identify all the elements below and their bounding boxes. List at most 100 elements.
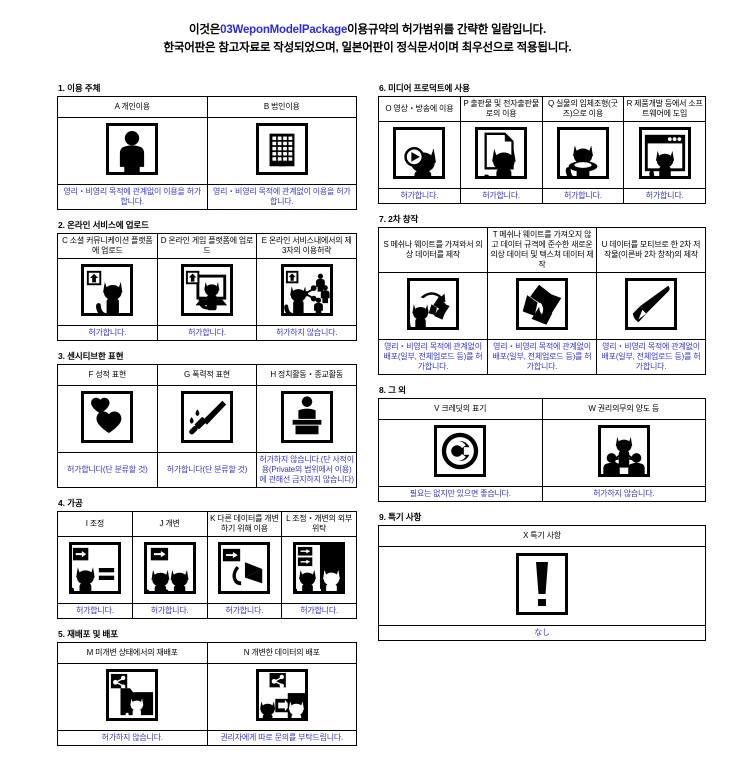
icon-row (57, 385, 357, 453)
cell-note-V: 필요는 없지만 있으면 좋습니다. (378, 486, 543, 502)
cell-header-I: I 조정 (57, 511, 133, 537)
cell-icon-cell-E (256, 258, 357, 326)
cell-note-G: 허가합니다(단 분류할 것) (156, 452, 258, 488)
section-title: 3. 센시티브한 표현 (58, 351, 124, 361)
cell-header-H: H 정치활동・종교활동 (256, 364, 357, 386)
cell-icon-cell-F (57, 385, 158, 453)
icon-row (378, 121, 706, 189)
note-row: なし (378, 625, 706, 641)
cell-header-M: M 미개변 상태에서의 재배포 (57, 642, 208, 664)
section-title: 7. 2차 창작 (379, 214, 419, 224)
cell-note-B: 영리・비영리 목적에 관계없이 이용을 허가합니다. (206, 184, 357, 210)
cell-icon-cell-V (378, 419, 543, 487)
header-row: X 특기 사항 (378, 525, 706, 547)
cell-icon-cell-L (281, 536, 357, 604)
section-title: 1. 이용 주체 (58, 83, 101, 93)
cell-header-T: T 메쉬나 웨이트를 가져오지 않고 데이터 규격에 준수한 새로운 의상 데이… (487, 227, 597, 273)
cell-header-U: U 데이터를 모티브로 한 2차 저작물(이른바 2차 창작)의 제작 (596, 227, 706, 273)
cell-icon-cell-T (487, 272, 597, 340)
cell-header-R: R 제품개발 등에서 소프트웨어에 도입 (623, 96, 706, 122)
note-row: 허가합니다.허가합니다.허가합니다.허가합니다. (57, 603, 357, 619)
cell-header-C: C 소셜 커뮤니케이션 플랫폼에 업로드 (57, 233, 158, 259)
icon-row (378, 419, 706, 487)
cat-arrow-cloth-icon (407, 277, 459, 330)
cell-header-J: J 개변 (131, 511, 208, 537)
note-row: 허가합니다(단 분류할 것)허가합니다(단 분류할 것)허가하지 않습니다.(단… (57, 452, 357, 488)
section-title: 5. 재배포 및 배포 (58, 629, 118, 639)
cloth-icon (516, 277, 568, 330)
arrow-two-cats-icon (143, 541, 196, 594)
cell-note-I: 허가합니다. (57, 603, 133, 619)
section-title: 4. 가공 (58, 498, 83, 508)
icon-row (57, 663, 357, 731)
cell-header-B: B 법인이용 (206, 96, 357, 118)
cell-note-C: 허가합니다. (57, 325, 158, 341)
section-table: X 특기 사항 なし (378, 525, 706, 641)
cell-icon-cell-N (206, 663, 357, 731)
note-row: 영리・비영리 목적에 관계없이 이용을 허가합니다.영리・비영리 목적에 관계없… (57, 184, 357, 210)
icon-row (57, 117, 357, 185)
icon-row (378, 272, 706, 340)
cell-note-F: 허가합니다(단 분류할 것) (57, 452, 158, 488)
cell-header-S: S 메쉬나 웨이트를 가져와서 의상 데이터를 제작 (378, 227, 488, 273)
play-cat-icon (393, 126, 446, 179)
cell-note-K: 허가합니다. (206, 603, 283, 619)
arrow-cat-equals-icon (68, 541, 121, 594)
hearts-icon (81, 390, 134, 443)
cell-icon-cell-C (57, 258, 158, 326)
cell-header-P: P 출판물 및 전자출판물로의 이용 (459, 96, 543, 122)
section-title: 6. 미디어 프로덕트에 사용 (379, 83, 470, 93)
cell-icon-cell-O (378, 121, 461, 189)
cell-note-A: 영리・비영리 목적에 관계없이 이용을 허가합니다. (57, 184, 208, 210)
arrow-shape-icon (218, 541, 271, 594)
cell-note-L: 허가합니다. (281, 603, 357, 619)
cell-icon-cell-M (57, 663, 208, 731)
cell-header-W: W 권리의무의 양도 등 (541, 398, 706, 420)
cell-icon-cell-R (623, 121, 706, 189)
cell-header-L: L 조정・개변의 외부위탁 (281, 511, 357, 537)
note-row: 허가하지 않습니다.권리자에게 따로 문의를 부탁드립니다. (57, 730, 357, 746)
cell-header-A: A 개인이용 (57, 96, 208, 118)
cell-header-X: X 특기 사항 (378, 525, 706, 547)
note-row: 영리・비영리 목적에 관계없이 배포(일부, 전체업로드 등)를 허가합니다.영… (378, 339, 706, 375)
window-cat-icon (638, 126, 691, 179)
page-title: 이것은03WeponModelPackage이용규약의 허가범위를 간략한 일람… (0, 0, 735, 58)
cell-note-J: 허가합니다. (131, 603, 208, 619)
section-title: 9. 특기 사항 (379, 512, 422, 522)
cell-icon-cell-K (206, 536, 283, 604)
document-cat-icon (475, 126, 528, 179)
cell-note-R: 허가합니다. (623, 188, 706, 204)
title-post: 이용규약의 허가범위를 간략한 일람입니다. (347, 24, 546, 36)
cell-header-Q: Q 실물의 입체조형(굿즈)으로 이용 (541, 96, 625, 122)
title-pre: 이것은 (189, 24, 221, 36)
knife-blood-icon (180, 390, 233, 443)
cell-header-V: V 크레딧의 표기 (378, 398, 543, 420)
note-row: 필요는 없지만 있으면 좋습니다.허가하지 않습니다. (378, 486, 706, 502)
copyright-icon (434, 424, 487, 477)
transfer-people-cat-icon (597, 424, 650, 477)
cell-icon-cell-B (206, 117, 357, 185)
icon-row (378, 546, 706, 626)
share-cat-arrow-cat-icon (255, 668, 308, 721)
cell-icon-cell-Q (541, 121, 625, 189)
